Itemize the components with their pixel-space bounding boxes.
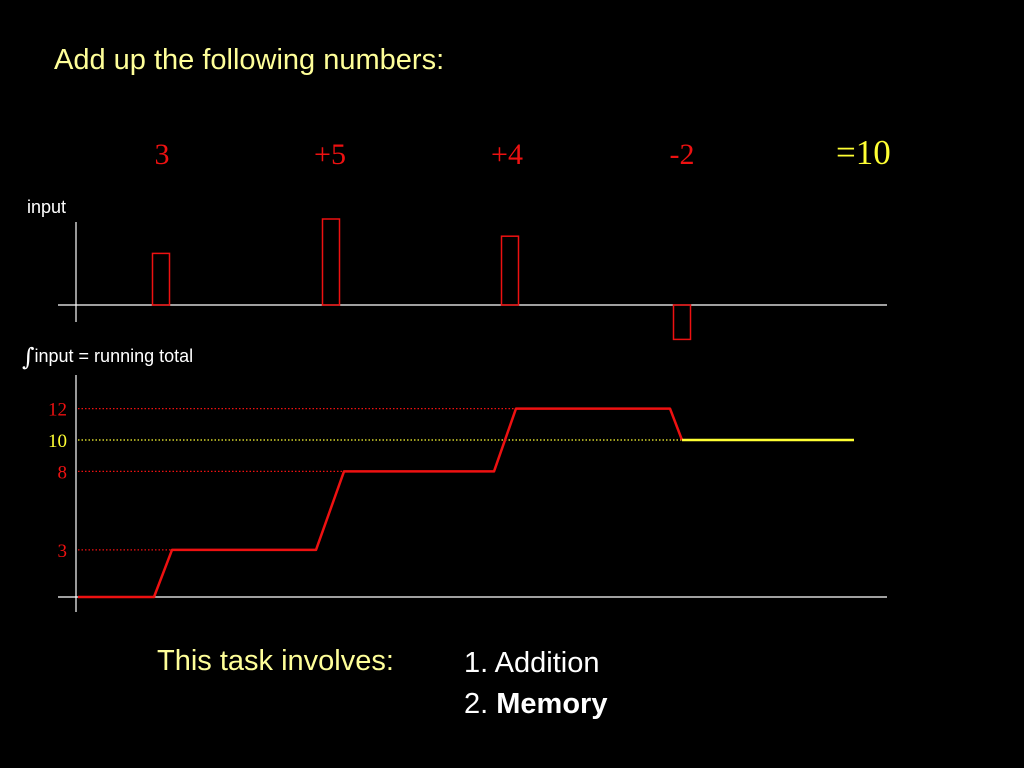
running-total-line [78,407,854,599]
term-4: -2 [669,138,695,171]
task-item-number: 2. [464,688,489,720]
integral-label-text: input = running total [34,346,194,366]
input-pulse-3 [500,235,520,306]
input-pulses [151,218,692,341]
input-pulse-4 [672,304,692,341]
input-pulse-2 [321,218,341,306]
tick-label-8: 8 [58,462,68,483]
term-3: +4 [491,138,523,171]
task-item-text: Memory [496,688,608,720]
tick-label-12: 12 [48,400,67,421]
tick-label-10: 10 [48,431,67,452]
level-guides: 3 8 10 12 [48,400,682,562]
input-axis-label: input [27,197,67,217]
running-total-red-segment [78,407,684,599]
integral-axis-label: ∫input = running total [22,343,193,370]
task-item-text: Addition [494,647,600,679]
term-2: +5 [314,138,346,171]
term-1: 3 [154,138,170,171]
input-pulse-1 [151,252,171,306]
slide-title: Add up the following numbers: [54,44,445,76]
tick-label-3: 3 [58,541,68,562]
integral-symbol: ∫ [22,343,35,371]
task-item-number: 1. [464,647,489,679]
task-item-2: 2. Memory [464,684,607,725]
sum-result: =10 [836,133,891,172]
task-list: 1. Addition 2. Memory [464,643,607,725]
task-label: This task involves: [157,645,394,677]
task-item-1: 1. Addition [464,643,607,684]
